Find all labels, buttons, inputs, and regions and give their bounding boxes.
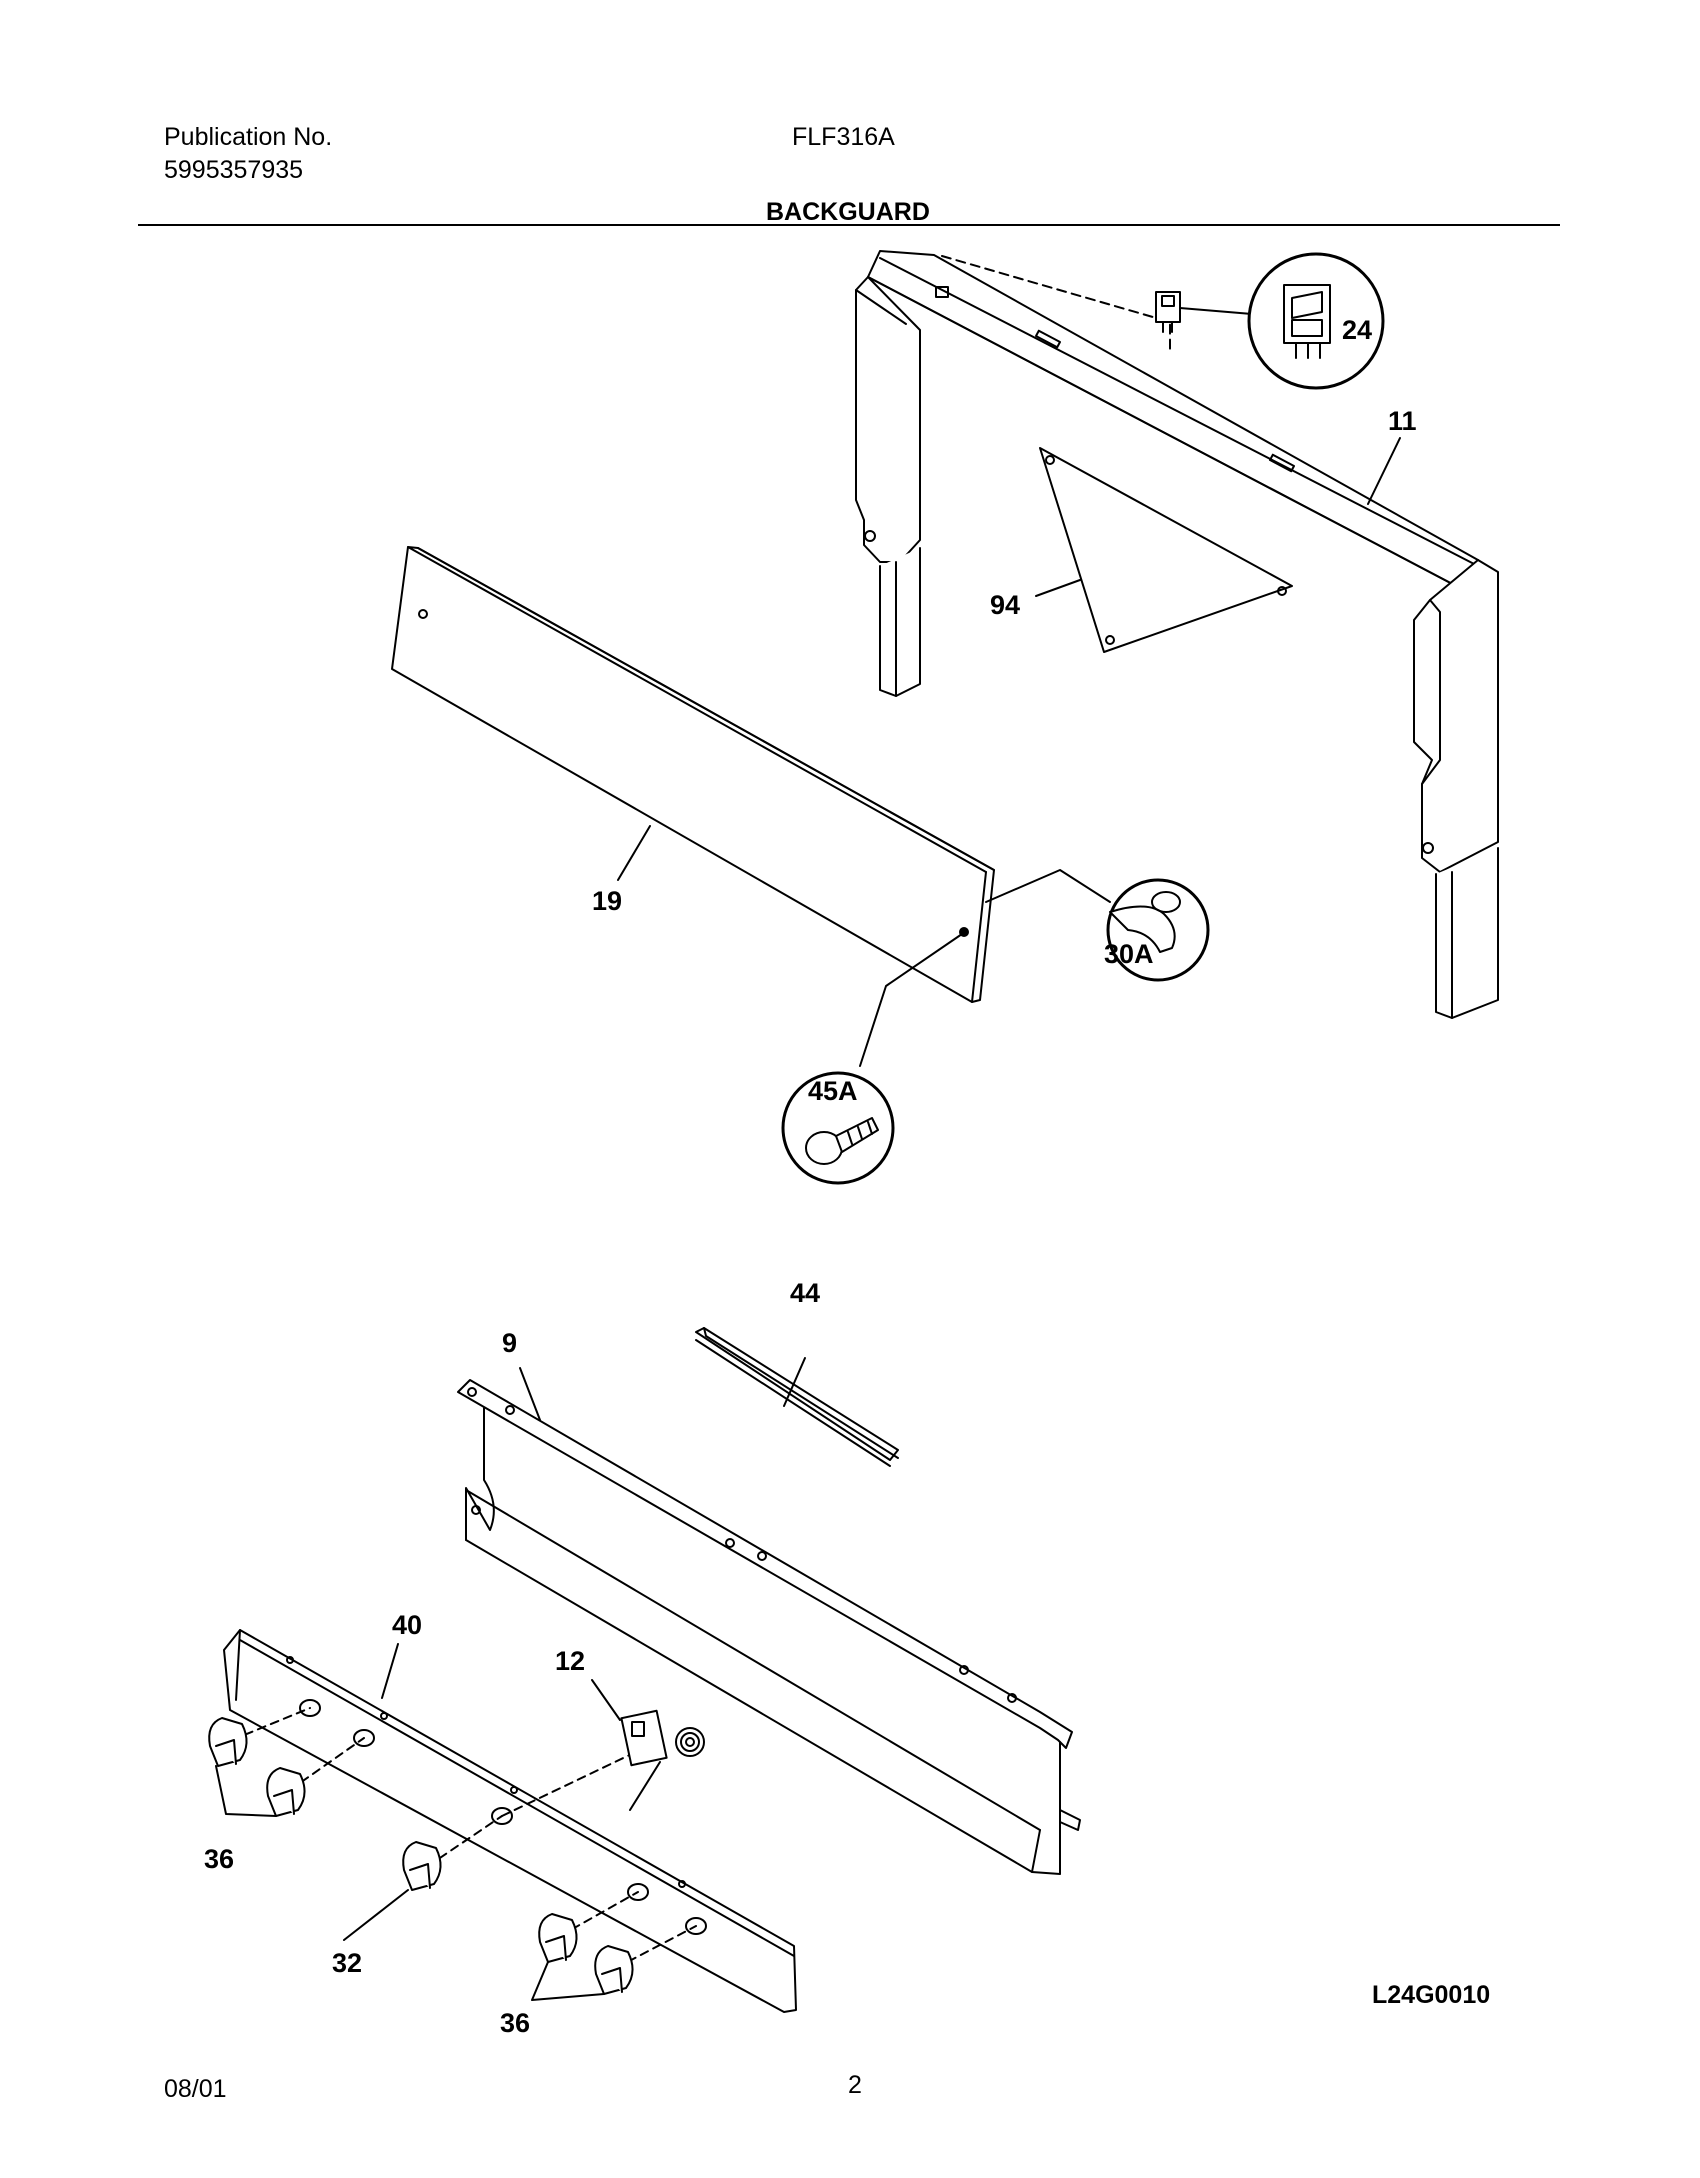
model-number: FLF316A bbox=[792, 123, 895, 151]
callout-19: 19 bbox=[592, 886, 622, 916]
callout-36-left: 36 bbox=[204, 1844, 234, 1874]
callout-9: 9 bbox=[502, 1328, 517, 1358]
rocker-switch bbox=[1155, 252, 1385, 390]
footer-date: 08/01 bbox=[164, 2075, 227, 2103]
page-number: 2 bbox=[848, 2071, 862, 2099]
callout-44: 44 bbox=[790, 1278, 820, 1308]
callout-30A: 30A bbox=[1104, 939, 1154, 969]
thermostat bbox=[620, 1709, 705, 1811]
callout-24: 24 bbox=[1342, 315, 1372, 345]
callout-32: 32 bbox=[332, 1948, 362, 1978]
knob bbox=[266, 1767, 306, 1817]
callout-12: 12 bbox=[555, 1646, 585, 1676]
backguard-frame bbox=[855, 250, 1499, 1019]
knob bbox=[594, 1945, 634, 1995]
diagram-code: L24G0010 bbox=[1372, 1981, 1491, 2009]
glass-panel bbox=[391, 546, 995, 1003]
callout-45A: 45A bbox=[808, 1076, 858, 1106]
knob bbox=[402, 1841, 442, 1891]
callout-40: 40 bbox=[392, 1610, 422, 1640]
callout-36-right: 36 bbox=[500, 2008, 530, 2038]
trim-strip bbox=[695, 1327, 899, 1467]
clip-detail bbox=[985, 869, 1210, 982]
knob bbox=[538, 1913, 578, 1963]
publication-label: Publication No. bbox=[164, 123, 333, 151]
knob bbox=[208, 1717, 248, 1767]
control-panel bbox=[223, 1629, 797, 2013]
callout-94: 94 bbox=[990, 590, 1020, 620]
publication-number: 5995357935 bbox=[164, 156, 304, 184]
triangle-bracket bbox=[1039, 447, 1293, 653]
screw-detail bbox=[781, 933, 963, 1185]
section-title: BACKGUARD bbox=[766, 198, 930, 226]
header-rule bbox=[138, 224, 1560, 226]
callout-11: 11 bbox=[1388, 406, 1417, 436]
manifold-panel bbox=[457, 1379, 1081, 1875]
